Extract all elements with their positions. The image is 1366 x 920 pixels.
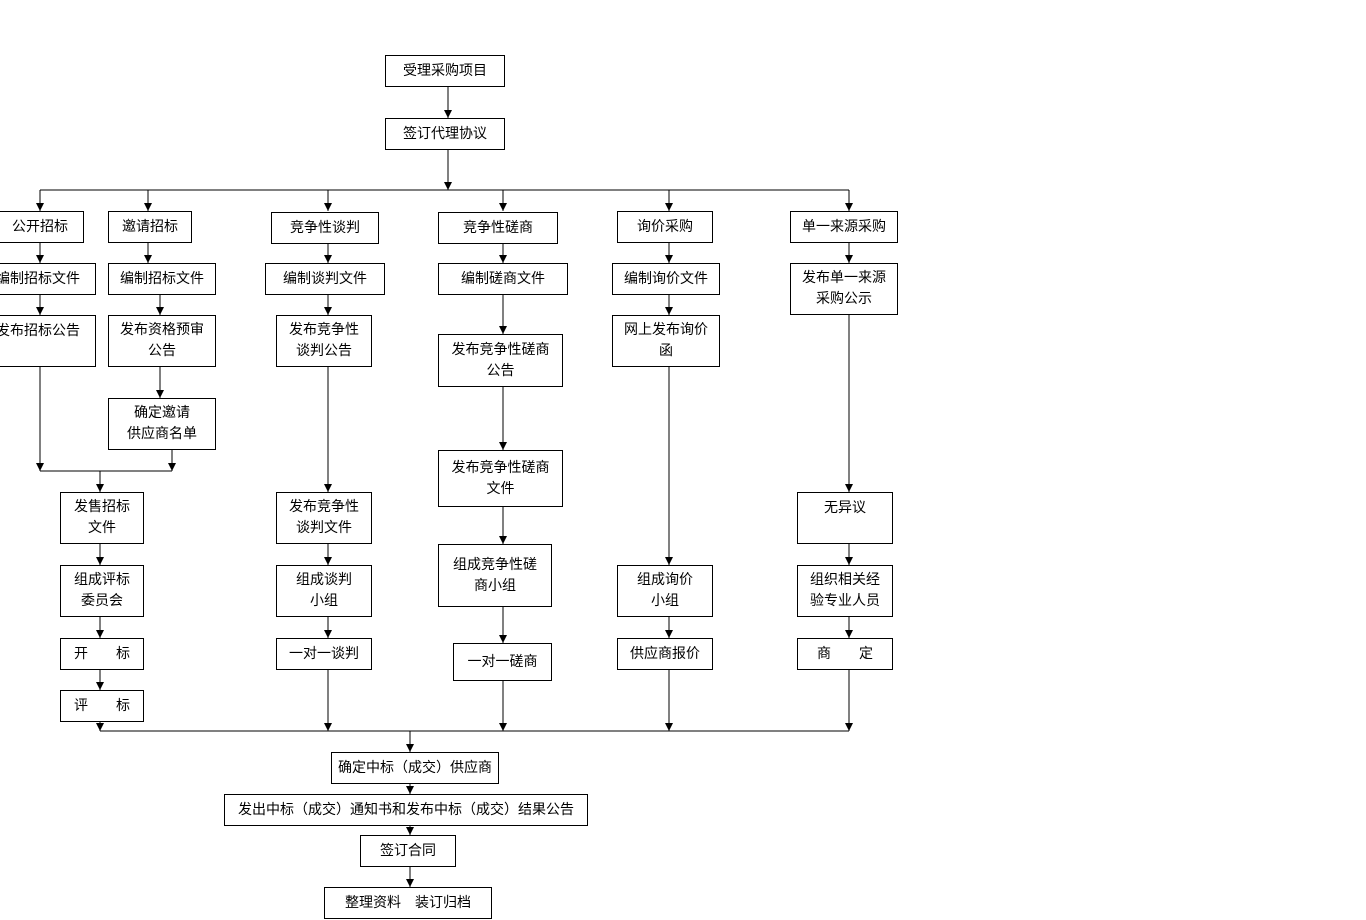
node-con-docs: 编制磋商文件 — [438, 263, 568, 295]
arrowhead — [499, 326, 507, 334]
arrowhead — [156, 390, 164, 398]
node-neg-one: 一对一谈判 — [276, 638, 372, 670]
node-con-issue: 发布竞争性磋商 文件 — [438, 450, 563, 507]
node-inquiry: 询价采购 — [617, 211, 713, 243]
arrowhead — [845, 557, 853, 565]
node-con-group: 组成竞争性磋 商小组 — [438, 544, 552, 607]
arrowhead — [406, 879, 414, 887]
arrowhead — [324, 484, 332, 492]
node-negotiation: 竞争性谈判 — [271, 212, 379, 244]
node-sin-experts: 组织相关经 验专业人员 — [797, 565, 893, 617]
node-determine: 确定中标（成交）供应商 — [331, 752, 499, 784]
arrowhead — [96, 557, 104, 565]
node-invite-prequal: 发布资格预审 公告 — [108, 315, 216, 367]
node-sell-docs: 发售招标 文件 — [60, 492, 144, 544]
arrowhead — [444, 182, 452, 190]
node-neg-notice: 发布竞争性 谈判公告 — [276, 315, 372, 367]
node-eval-committee: 组成评标 委员会 — [60, 565, 144, 617]
arrowhead — [324, 723, 332, 731]
node-agreement: 签订代理协议 — [385, 118, 505, 150]
arrowhead — [324, 630, 332, 638]
arrowhead — [665, 307, 673, 315]
arrowhead — [96, 682, 104, 690]
arrowhead — [96, 484, 104, 492]
node-inq-quote: 供应商报价 — [617, 638, 713, 670]
arrowhead — [499, 255, 507, 263]
node-invite-list: 确定邀请 供应商名单 — [108, 398, 216, 450]
arrowhead — [324, 557, 332, 565]
node-inq-docs: 编制询价文件 — [612, 263, 720, 295]
arrowhead — [665, 557, 673, 565]
arrowhead — [845, 255, 853, 263]
arrowhead — [324, 307, 332, 315]
node-open-notice: 发布招标公告 — [0, 315, 96, 367]
node-con-notice: 发布竞争性磋商 公告 — [438, 334, 563, 387]
arrowhead — [406, 786, 414, 794]
arrowhead — [665, 203, 673, 211]
arrowhead — [36, 463, 44, 471]
node-open-tender: 公开招标 — [0, 211, 84, 243]
arrowhead — [96, 723, 104, 731]
node-single: 单一来源采购 — [790, 211, 898, 243]
arrowhead — [36, 203, 44, 211]
node-inq-group: 组成询价 小组 — [617, 565, 713, 617]
arrowhead — [36, 255, 44, 263]
arrowhead — [665, 723, 673, 731]
arrowhead — [36, 307, 44, 315]
arrowhead — [665, 255, 673, 263]
node-invite-tender: 邀请招标 — [108, 211, 192, 243]
arrowhead — [406, 744, 414, 752]
arrowhead — [499, 203, 507, 211]
arrowhead — [845, 203, 853, 211]
node-bid-eval: 评 标 — [60, 690, 144, 722]
node-neg-docs: 编制谈判文件 — [265, 263, 385, 295]
arrowhead — [168, 463, 176, 471]
arrowhead — [845, 723, 853, 731]
arrowhead — [665, 630, 673, 638]
node-open-docs: 编制招标文件 — [0, 263, 96, 295]
node-sin-noobj: 无异议 — [797, 492, 893, 544]
node-archive: 整理资料 装订归档 — [324, 887, 492, 919]
node-accept: 受理采购项目 — [385, 55, 505, 87]
arrowhead — [406, 827, 414, 835]
arrowhead — [499, 536, 507, 544]
node-con-one: 一对一磋商 — [453, 643, 552, 681]
node-sin-decide: 商 定 — [797, 638, 893, 670]
arrowhead — [324, 203, 332, 211]
arrowhead — [144, 203, 152, 211]
arrowhead — [499, 635, 507, 643]
arrowhead — [499, 442, 507, 450]
node-sign-contract: 签订合同 — [360, 835, 456, 867]
arrowhead — [444, 110, 452, 118]
arrowhead — [96, 630, 104, 638]
node-neg-group: 组成谈判 小组 — [276, 565, 372, 617]
node-inq-online: 网上发布询价 函 — [612, 315, 720, 367]
arrowhead — [324, 255, 332, 263]
node-sin-notice: 发布单一来源 采购公示 — [790, 263, 898, 315]
node-issue-notice: 发出中标（成交）通知书和发布中标（成交）结果公告 — [224, 794, 588, 826]
node-neg-issue: 发布竞争性 谈判文件 — [276, 492, 372, 544]
node-consult: 竞争性磋商 — [438, 212, 558, 244]
arrowhead — [156, 307, 164, 315]
arrowhead — [845, 484, 853, 492]
node-invite-docs: 编制招标文件 — [108, 263, 216, 295]
node-bid-open: 开 标 — [60, 638, 144, 670]
arrowhead — [144, 255, 152, 263]
arrowhead — [845, 630, 853, 638]
arrowhead — [499, 723, 507, 731]
